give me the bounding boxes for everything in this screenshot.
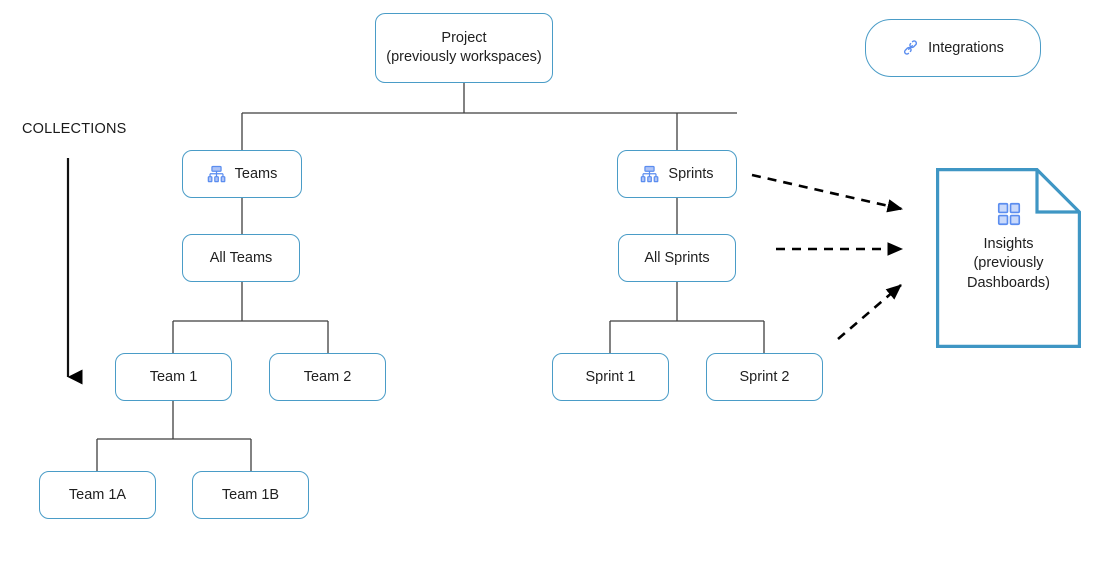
node-team-1a-label: Team 1A — [68, 486, 127, 503]
node-team-1a[interactable]: Team 1A — [39, 471, 156, 519]
grid-icon — [997, 202, 1021, 226]
node-integrations[interactable]: Integrations — [865, 19, 1041, 77]
node-sprints-label: Sprints — [668, 165, 714, 182]
node-sprint-1[interactable]: Sprint 1 — [552, 353, 669, 401]
node-teams-label: Teams — [234, 165, 278, 182]
node-sprint-1-label: Sprint 1 — [585, 368, 636, 385]
node-team-1b[interactable]: Team 1B — [192, 471, 309, 519]
sitemap-icon — [640, 165, 659, 184]
node-insights-line3: Dashboards) — [966, 274, 1050, 291]
collections-label: COLLECTIONS — [22, 121, 127, 137]
node-all-sprints[interactable]: All Sprints — [618, 234, 736, 282]
node-team-1b-label: Team 1B — [221, 486, 280, 503]
node-project[interactable]: Project (previously workspaces) — [375, 13, 553, 83]
node-team-1-label: Team 1 — [149, 368, 198, 385]
node-sprints[interactable]: Sprints — [617, 150, 737, 198]
link-icon — [902, 39, 919, 56]
sitemap-icon — [207, 165, 226, 184]
node-insights-line2: (previously — [973, 255, 1044, 272]
node-insights[interactable]: Insights (previously Dashboards) — [936, 168, 1081, 348]
node-project-line1: Project — [441, 30, 487, 47]
node-teams[interactable]: Teams — [182, 150, 302, 198]
document-shape — [936, 168, 1081, 348]
node-all-teams[interactable]: All Teams — [182, 234, 300, 282]
node-team-2[interactable]: Team 2 — [269, 353, 386, 401]
node-sprint-2-label: Sprint 2 — [739, 368, 790, 385]
edge-sprint2-insights-dashed — [837, 284, 902, 340]
node-all-sprints-label: All Sprints — [644, 249, 710, 266]
node-team-1[interactable]: Team 1 — [115, 353, 232, 401]
node-project-line2: (previously workspaces) — [386, 49, 542, 65]
node-sprint-2[interactable]: Sprint 2 — [706, 353, 823, 401]
node-team-2-label: Team 2 — [303, 368, 352, 385]
edge-sprints-insights-dashed — [751, 173, 904, 213]
node-integrations-label: Integrations — [928, 39, 1004, 56]
node-all-teams-label: All Teams — [209, 249, 273, 266]
node-insights-line1: Insights — [983, 236, 1034, 252]
